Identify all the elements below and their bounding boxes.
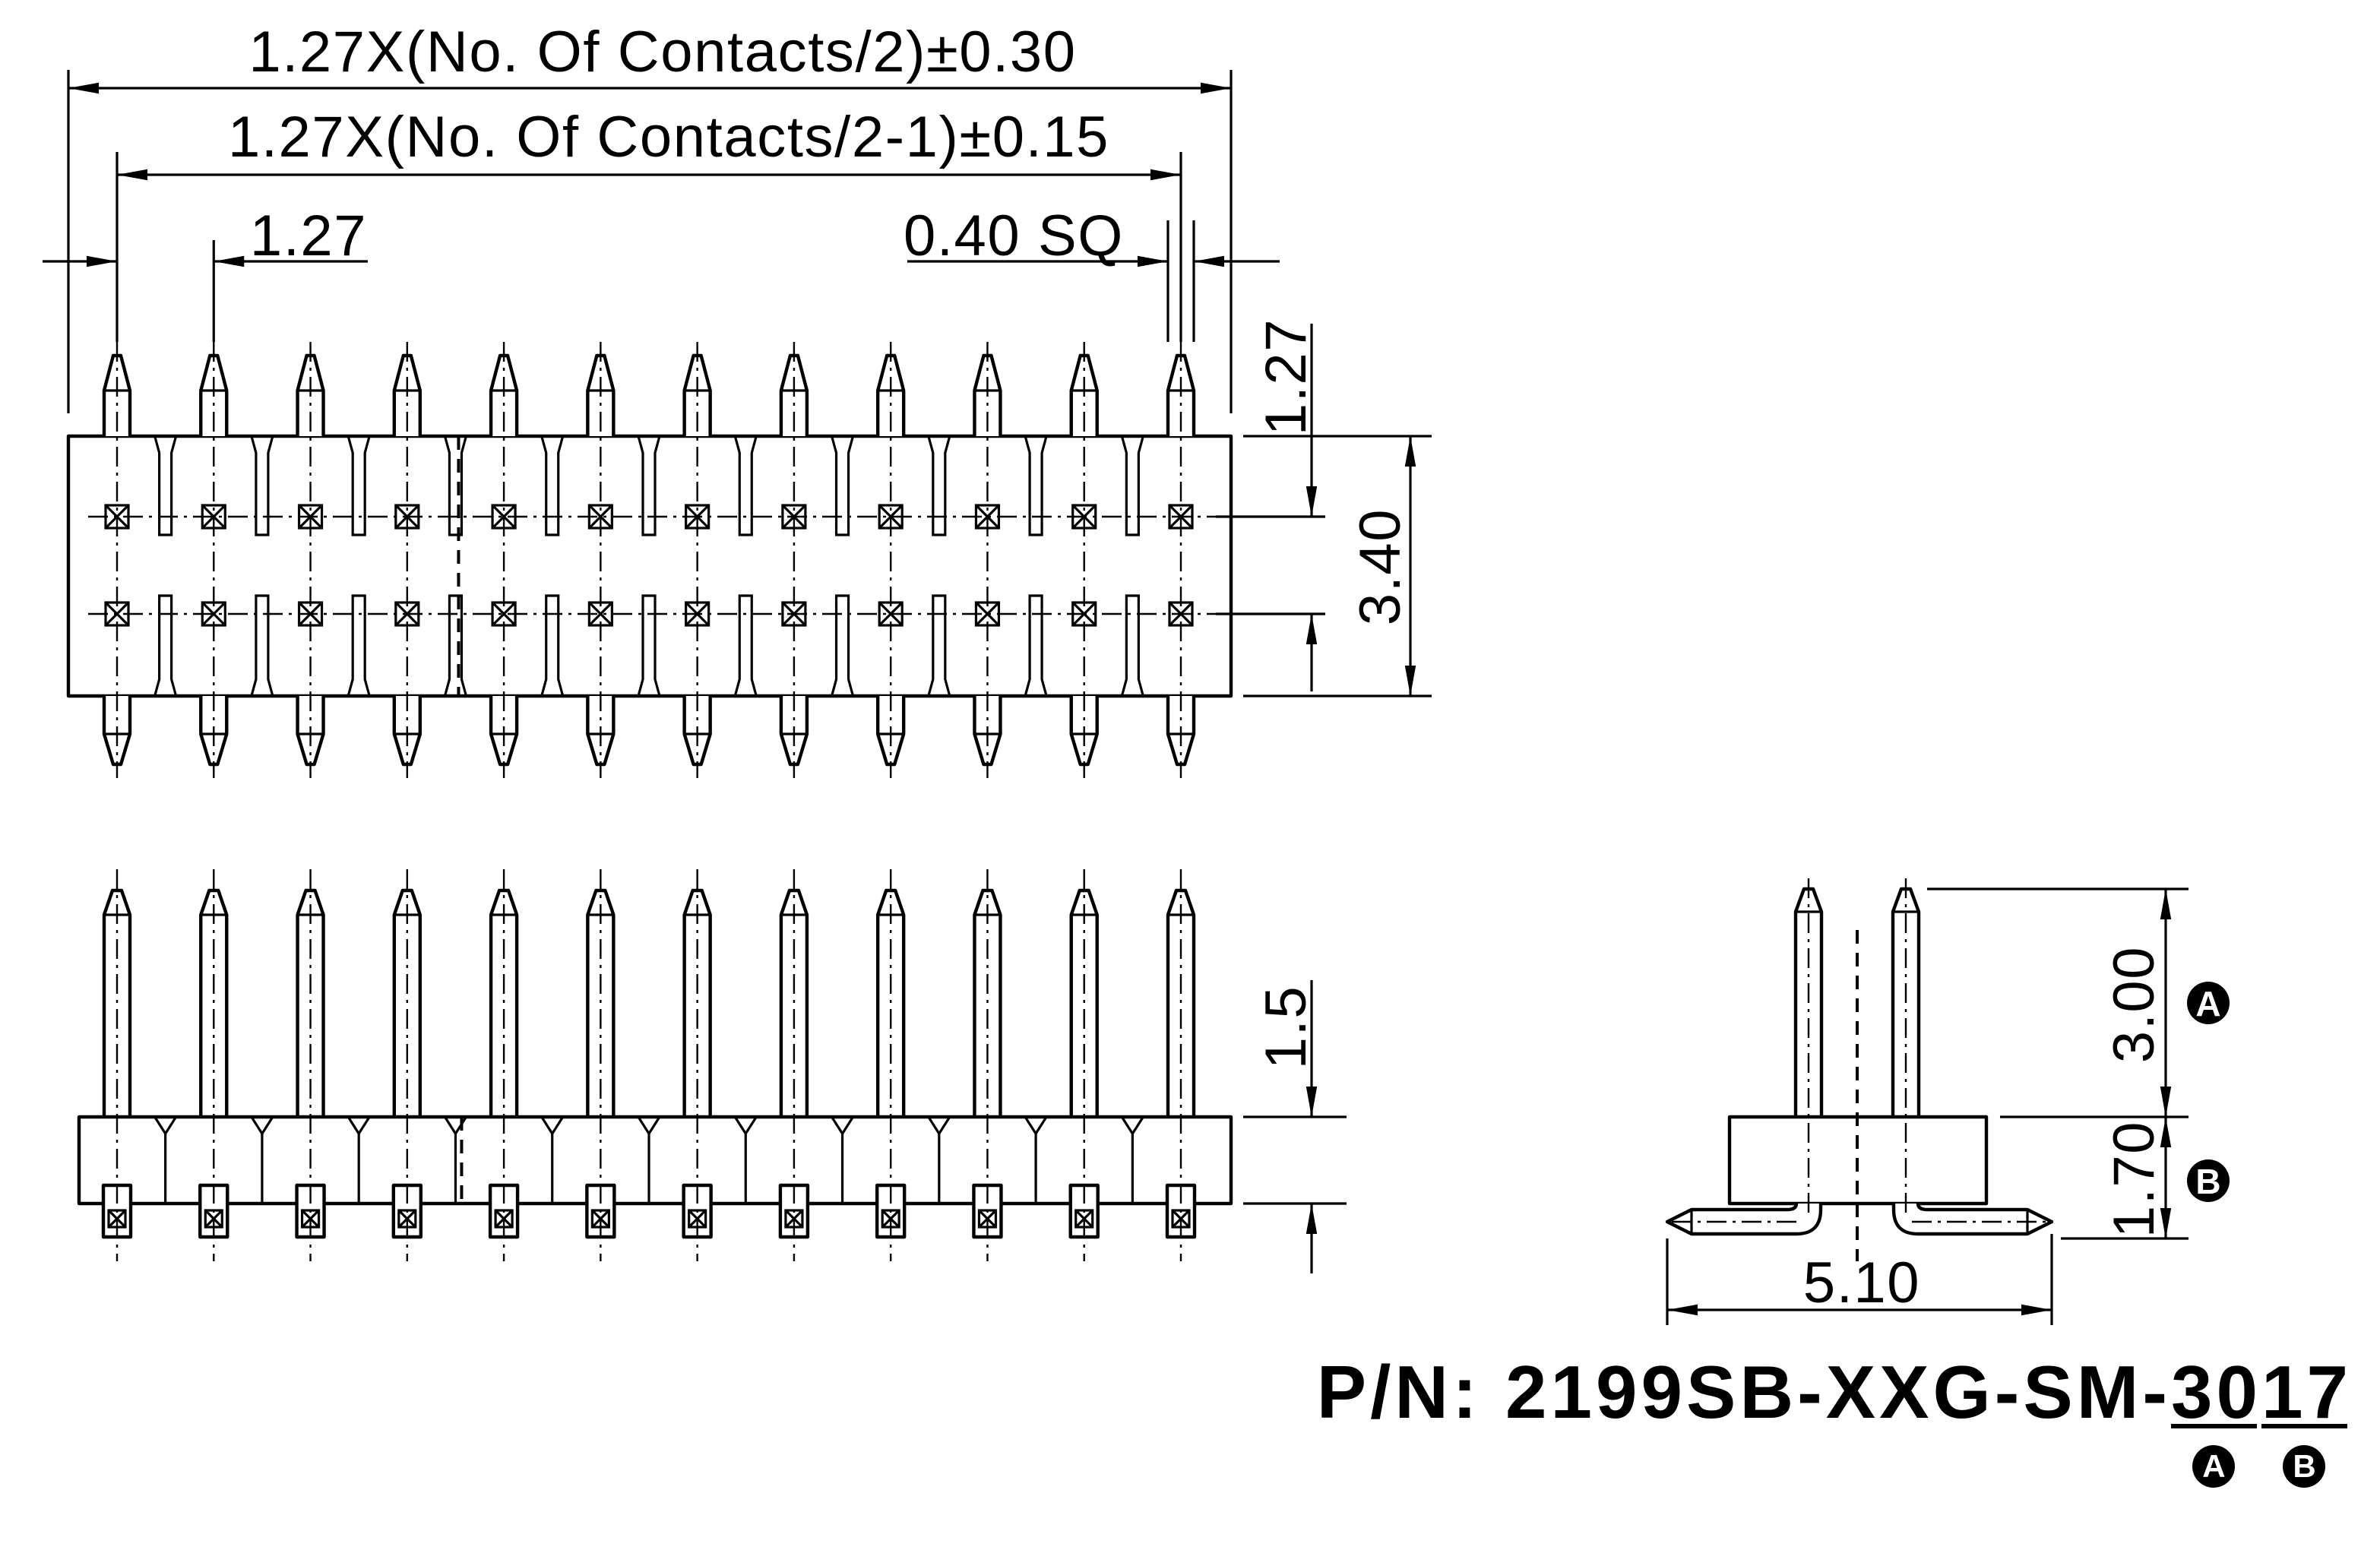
arrowhead xyxy=(1150,169,1181,181)
part-number-marker-a: A xyxy=(2192,1445,2236,1488)
arrowhead xyxy=(1306,1087,1318,1117)
top-view-housing-slot xyxy=(250,594,274,697)
arrowhead xyxy=(1137,255,1168,267)
pin-span-dimension: 1.27X(No. Of Contacts/2-1)±0.15 xyxy=(228,105,1109,169)
top-view-housing xyxy=(66,434,1233,698)
pin-pitch-dimension: 1.27 xyxy=(250,204,367,268)
pin-length-dimension: 3.00 xyxy=(2102,946,2166,1063)
arrowhead xyxy=(1306,1204,1318,1234)
arrowhead xyxy=(1667,1304,1698,1316)
arrowhead xyxy=(2160,1117,2172,1147)
top-view-housing-slot xyxy=(540,435,565,536)
top-view-housing-slot xyxy=(733,594,758,697)
side-view-pin xyxy=(875,888,906,1118)
side-view-pin xyxy=(586,888,616,1118)
top-view-housing-slot xyxy=(637,594,661,697)
top-view-housing-slot xyxy=(1024,594,1048,697)
arrowhead xyxy=(214,255,245,267)
side-view-housing xyxy=(77,1115,1233,1206)
arrowhead xyxy=(2021,1304,2052,1316)
side-view-pin xyxy=(1166,888,1196,1118)
top-view xyxy=(66,342,1233,778)
dimension-lines xyxy=(43,70,2189,1325)
top-view-housing-slot xyxy=(637,435,661,536)
part-number-underline-a xyxy=(2170,1424,2257,1428)
pin-size-dimension: 0.40 SQ xyxy=(904,204,1124,268)
side-view-pin xyxy=(296,888,325,1118)
side-view xyxy=(77,869,1233,1261)
arrowhead xyxy=(1201,82,1231,94)
part-number-prefix: P/N: 2199SB-XXG-SM- xyxy=(1316,1350,2171,1434)
top-view-housing-slot xyxy=(830,435,855,536)
marker-b-circle xyxy=(2187,1159,2230,1202)
arrowhead xyxy=(2160,889,2172,919)
tail-height-dimension: 1.70 xyxy=(2102,1121,2166,1238)
tail-span-dimension: 5.10 xyxy=(1803,1251,1920,1315)
body-width-dimension: 3.40 xyxy=(1348,508,1413,625)
side-view-pin xyxy=(199,888,229,1118)
part-number-code-a-text: 30 xyxy=(2170,1350,2261,1434)
top-view-housing-slot xyxy=(153,435,178,536)
part-number-marker-b: B xyxy=(2283,1445,2326,1488)
side-view-pin xyxy=(682,888,712,1118)
arrowhead xyxy=(2160,1087,2172,1117)
arrowhead xyxy=(1193,255,1224,267)
body-height-dimension: 1.5 xyxy=(1254,985,1318,1069)
part-number-underline-b xyxy=(2261,1424,2347,1428)
part-number-code-b-text: 17 xyxy=(2261,1350,2352,1434)
arrowhead xyxy=(1306,486,1318,517)
top-view-housing-slot xyxy=(1024,435,1048,536)
top-view-housing-slot xyxy=(927,594,951,697)
side-view-pin xyxy=(392,888,423,1118)
row-pitch-dimension: 1.27 xyxy=(1254,318,1318,435)
top-view-housing-slot xyxy=(443,594,467,697)
top-view-housing-slot xyxy=(1120,435,1144,536)
end-view-smt-leg-left xyxy=(1665,1203,1823,1236)
marker-a-circle xyxy=(2187,982,2230,1024)
arrowhead xyxy=(1404,436,1416,467)
side-view-pin xyxy=(779,888,809,1118)
arrowhead xyxy=(1306,614,1318,644)
end-view-smt-leg-right xyxy=(1891,1203,2054,1236)
side-view-pin xyxy=(489,888,519,1118)
arrowhead xyxy=(87,255,117,267)
side-view-pin xyxy=(973,888,1002,1118)
arrowhead xyxy=(1404,666,1416,696)
top-view-housing-slot xyxy=(830,594,855,697)
top-view-housing-slot xyxy=(153,594,178,697)
top-view-housing-slot xyxy=(1120,594,1144,697)
marker-b-letter: B xyxy=(2195,1162,2220,1201)
top-view-housing-slot xyxy=(927,435,951,536)
side-view-pin xyxy=(102,888,132,1118)
arrowhead xyxy=(2160,1208,2172,1238)
top-view-housing-slot xyxy=(250,435,274,536)
end-view xyxy=(1665,878,2054,1261)
marker-a-letter: A xyxy=(2195,984,2220,1023)
arrowhead xyxy=(68,82,99,94)
top-view-housing-slot xyxy=(443,435,467,536)
top-view-housing-slot xyxy=(347,435,371,536)
arrowhead xyxy=(117,169,147,181)
overall-length-dimension: 1.27X(No. Of Contacts/2)±0.30 xyxy=(248,20,1076,84)
top-view-housing-slot xyxy=(347,594,371,697)
top-view-housing-slot xyxy=(733,435,758,536)
side-view-pin xyxy=(1069,888,1099,1118)
top-view-housing-slot xyxy=(540,594,565,697)
